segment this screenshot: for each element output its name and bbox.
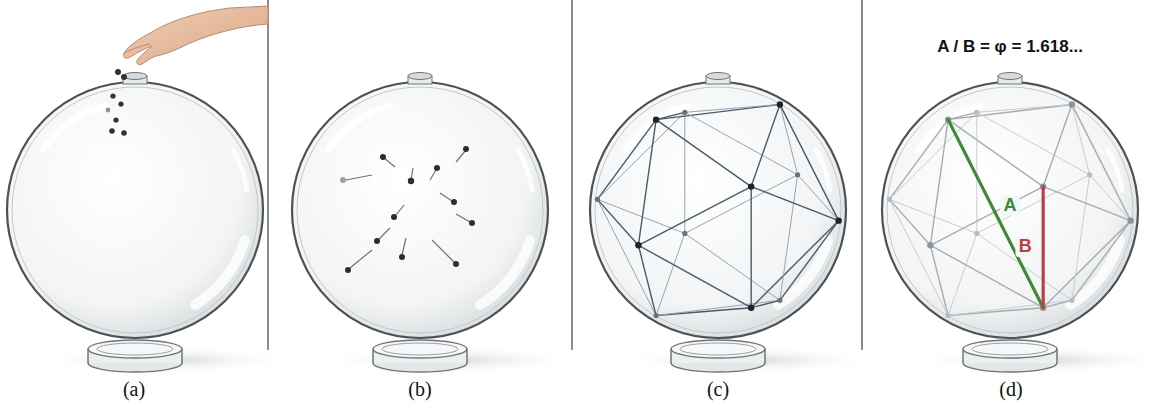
polyhedron-edge xyxy=(977,175,1090,234)
polyhedron-edge xyxy=(780,104,798,174)
polyhedron-edge xyxy=(638,187,751,246)
panel-label: (c) xyxy=(707,378,729,401)
polyhedron-edge xyxy=(656,308,751,316)
icosahedron xyxy=(595,101,842,318)
falling-beads xyxy=(106,69,127,136)
hand xyxy=(123,6,268,65)
panel-label: (b) xyxy=(408,378,431,401)
polyhedron-edge xyxy=(656,300,780,315)
polyhedron-edge xyxy=(780,221,839,301)
beads xyxy=(340,146,475,273)
polyhedron-vertex xyxy=(682,231,687,236)
ratio-formula: A / B = φ = 1.618... xyxy=(937,37,1083,57)
polyhedron-edge xyxy=(684,112,685,233)
polyhedron-edge xyxy=(656,120,751,187)
polyhedron-edge xyxy=(597,112,684,199)
polyhedron-vertex xyxy=(654,313,659,318)
panel-label: (d) xyxy=(999,378,1022,401)
polyhedron-vertex xyxy=(887,197,892,202)
edge-b xyxy=(1042,187,1045,308)
polyhedron-edge xyxy=(1072,104,1090,174)
polyhedron-vertex xyxy=(1127,217,1133,223)
polyhedron-edge xyxy=(889,199,930,245)
panel-separator xyxy=(861,0,863,350)
polyhedron-edge xyxy=(751,187,838,221)
polyhedron-edge xyxy=(948,300,1072,315)
polyhedron-edge xyxy=(1072,104,1131,220)
polyhedron-edge xyxy=(685,233,780,300)
polyhedron-edge xyxy=(1043,104,1072,186)
polyhedron-edge xyxy=(597,199,638,245)
panel-label: (a) xyxy=(123,378,145,401)
polyhedron-vertex xyxy=(748,183,754,189)
polyhedron-edge xyxy=(597,120,656,200)
polyhedron-edge xyxy=(597,199,656,315)
polyhedron-edge xyxy=(751,221,838,308)
panel-separator xyxy=(267,0,269,350)
polyhedron-edge xyxy=(656,233,685,315)
polyhedron-edge xyxy=(930,120,948,246)
polyhedron-edge xyxy=(780,175,798,301)
polyhedron-edge xyxy=(685,104,780,112)
diagonal-a xyxy=(948,120,1043,308)
polyhedron-vertex xyxy=(1069,101,1075,107)
polyhedron-edge xyxy=(889,112,976,199)
icosahedron xyxy=(887,101,1134,318)
polyhedron-vertex xyxy=(777,298,782,303)
polyhedron-edge xyxy=(948,120,1043,187)
polyhedron-vertex xyxy=(653,116,659,122)
polyhedron-vertex xyxy=(595,197,600,202)
polyhedron-edge xyxy=(685,175,798,234)
polyhedron-edge xyxy=(977,233,1072,300)
polyhedron-vertex xyxy=(946,313,951,318)
polyhedron-vertex xyxy=(795,172,800,177)
polyhedron-vertex xyxy=(1087,172,1092,177)
polyhedron-vertex xyxy=(974,231,979,236)
polyhedron-edge xyxy=(780,104,839,220)
polyhedron-edge xyxy=(751,104,780,186)
polyhedron-edge xyxy=(1043,187,1130,221)
polyhedron-edge xyxy=(638,120,656,246)
polyhedron-vertex xyxy=(835,217,841,223)
polyhedron-edge xyxy=(948,233,977,315)
polyhedron-edge xyxy=(638,245,656,315)
segment-label: A xyxy=(1000,197,1019,217)
polyhedron-edge xyxy=(685,112,798,174)
polyhedron-edge xyxy=(889,199,948,315)
polyhedron-vertex xyxy=(974,110,979,115)
polyhedron-edge xyxy=(977,112,1090,174)
bead-trails xyxy=(346,150,470,268)
panel-separator xyxy=(571,0,573,350)
polyhedron-edge xyxy=(889,120,948,200)
polyhedron-edge xyxy=(638,245,751,307)
polyhedron-edge xyxy=(948,308,1043,316)
polyhedron-vertex xyxy=(682,110,687,115)
polyhedron-vertex xyxy=(635,242,641,248)
polyhedron-edge xyxy=(1072,221,1131,301)
polyhedron-edge xyxy=(1043,221,1130,308)
polyhedron-edge xyxy=(930,245,948,315)
polyhedron-edge xyxy=(750,187,751,308)
polyhedron-edge xyxy=(977,104,1072,112)
segment-label: B xyxy=(1016,237,1035,257)
polyhedron-vertex xyxy=(777,101,783,107)
polyhedron-edge xyxy=(948,104,1072,119)
polyhedron-vertex xyxy=(748,304,754,310)
polyhedron-edge xyxy=(1072,175,1090,301)
polyhedron-edge xyxy=(656,104,780,119)
polyhedron-vertex xyxy=(1069,298,1074,303)
polyhedron-vertex xyxy=(927,242,933,248)
polyhedron-edge xyxy=(1042,187,1043,308)
